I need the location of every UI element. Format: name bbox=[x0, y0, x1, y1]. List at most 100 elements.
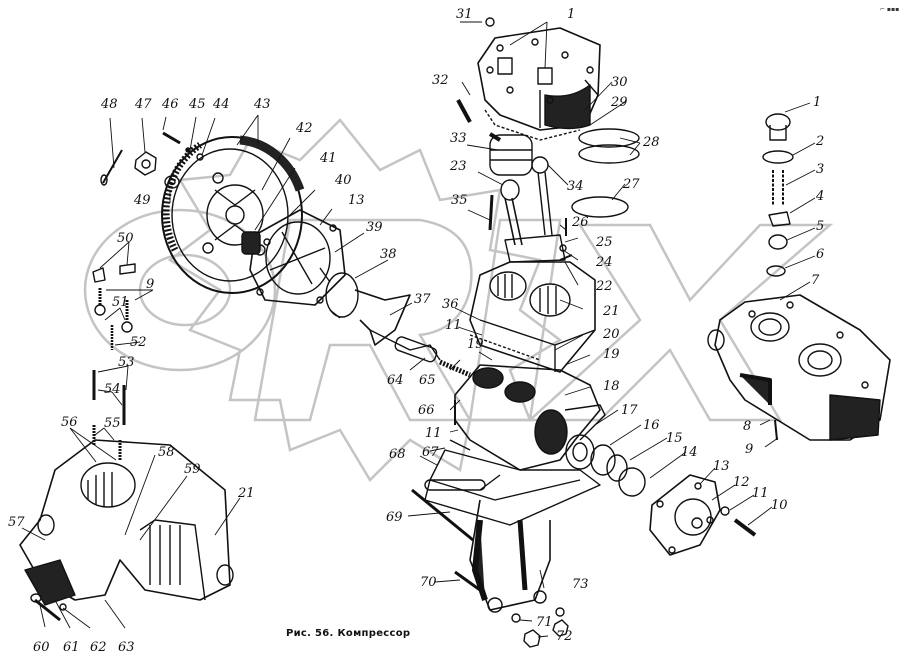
part-label: 56 bbox=[61, 415, 78, 430]
part-label: 40 bbox=[335, 173, 352, 188]
part-label: 65 bbox=[419, 373, 436, 388]
part-label: 9 bbox=[745, 442, 754, 457]
leader-lines bbox=[21, 21, 816, 638]
part-label: 2 bbox=[816, 134, 825, 149]
rear-cover bbox=[649, 474, 757, 556]
part-label: 4 bbox=[816, 189, 825, 204]
part-label: 60 bbox=[33, 640, 50, 655]
part-label: 50 bbox=[117, 231, 134, 246]
part-label: 31 bbox=[456, 7, 473, 22]
part-label: 46 bbox=[162, 97, 179, 112]
part-label: 11 bbox=[425, 426, 442, 441]
part-label: 44 bbox=[213, 97, 230, 112]
part-label: 23 bbox=[450, 159, 467, 174]
part-label: 21 bbox=[238, 486, 255, 501]
part-label: 14 bbox=[681, 445, 698, 460]
part-label: 47 bbox=[135, 97, 152, 112]
part-label: 42 bbox=[296, 121, 313, 136]
part-label: 34 bbox=[567, 179, 584, 194]
part-label: 66 bbox=[418, 403, 435, 418]
part-label: 11 bbox=[752, 486, 769, 501]
cylinder-head bbox=[477, 17, 601, 141]
part-label: 55 bbox=[104, 416, 121, 431]
part-label: 21 bbox=[603, 304, 620, 319]
part-label: 1 bbox=[813, 95, 822, 110]
part-label: 32 bbox=[432, 73, 449, 88]
part-label: 28 bbox=[643, 135, 660, 150]
part-label: 70 bbox=[420, 575, 437, 590]
part-label: 25 bbox=[596, 235, 613, 250]
part-label: 29 bbox=[611, 95, 628, 110]
crankshaft bbox=[319, 267, 471, 378]
valve-plug-stack bbox=[762, 113, 794, 277]
part-label: 9 bbox=[146, 277, 155, 292]
part-label: 1 bbox=[567, 7, 576, 22]
bracket-and-stand bbox=[411, 449, 601, 648]
flywheel-pulley bbox=[161, 135, 305, 294]
valve-head-body bbox=[707, 294, 891, 441]
part-label: 72 bbox=[556, 629, 573, 644]
piston-and-conrods bbox=[456, 99, 573, 263]
part-label: 43 bbox=[254, 97, 271, 112]
part-label: 53 bbox=[118, 355, 135, 370]
watermark-letter-x bbox=[526, 223, 834, 422]
part-label: 48 bbox=[101, 97, 118, 112]
part-label: 8 bbox=[743, 419, 752, 434]
part-label: 69 bbox=[386, 510, 403, 525]
cylinder-block bbox=[469, 261, 596, 373]
part-label: 39 bbox=[366, 220, 383, 235]
part-label: 61 bbox=[63, 640, 80, 655]
part-label: 35 bbox=[451, 193, 468, 208]
part-label: 30 bbox=[611, 75, 628, 90]
part-label: 51 bbox=[112, 295, 129, 310]
part-label: 13 bbox=[348, 193, 365, 208]
part-label: 64 bbox=[387, 373, 404, 388]
part-label: 18 bbox=[603, 379, 620, 394]
rear-bearing-and-seals bbox=[565, 434, 646, 497]
part-label: 15 bbox=[666, 431, 683, 446]
part-label: 7 bbox=[811, 273, 820, 288]
part-label: 19 bbox=[603, 347, 620, 362]
part-label: 57 bbox=[8, 515, 25, 530]
part-label: 3 bbox=[816, 162, 825, 177]
part-label: 67 bbox=[422, 445, 439, 460]
figure-caption: Рис. 56. Компрессор bbox=[286, 628, 411, 639]
watermark-letter-o bbox=[83, 208, 277, 372]
part-label: 17 bbox=[621, 403, 638, 418]
part-label: 10 bbox=[771, 498, 788, 513]
watermark-letter-r bbox=[253, 218, 473, 422]
corner-mark: ⌐ ▪▪▪ bbox=[880, 6, 900, 13]
part-label: 68 bbox=[389, 447, 406, 462]
pulley-nut-and-pin bbox=[100, 131, 204, 189]
part-label: 33 bbox=[450, 131, 467, 146]
part-label: 38 bbox=[380, 247, 397, 262]
front-bearing-cover bbox=[241, 209, 346, 306]
part-label: 41 bbox=[320, 151, 337, 166]
part-label: 12 bbox=[733, 475, 750, 490]
part-label: 37 bbox=[414, 292, 431, 307]
part-label: 49 bbox=[134, 193, 151, 208]
unloader-housing bbox=[19, 439, 234, 622]
part-label: 52 bbox=[130, 335, 147, 350]
part-label: 24 bbox=[596, 255, 613, 270]
part-label: 45 bbox=[189, 97, 206, 112]
part-label: 16 bbox=[643, 418, 660, 433]
part-label: 36 bbox=[442, 297, 459, 312]
part-label: 5 bbox=[816, 219, 825, 234]
piston-rings bbox=[571, 128, 640, 218]
part-label: 20 bbox=[603, 327, 620, 342]
part-label: 54 bbox=[104, 382, 121, 397]
crankcase bbox=[449, 364, 606, 491]
part-label: 19 bbox=[467, 337, 484, 352]
part-label: 26 bbox=[572, 215, 589, 230]
part-label: 27 bbox=[623, 177, 640, 192]
part-label: 11 bbox=[445, 318, 462, 333]
part-label: 71 bbox=[536, 615, 553, 630]
part-label: 73 bbox=[572, 577, 589, 592]
part-label: 13 bbox=[713, 459, 730, 474]
part-label: 59 bbox=[184, 462, 201, 477]
part-label: 6 bbox=[816, 247, 825, 262]
